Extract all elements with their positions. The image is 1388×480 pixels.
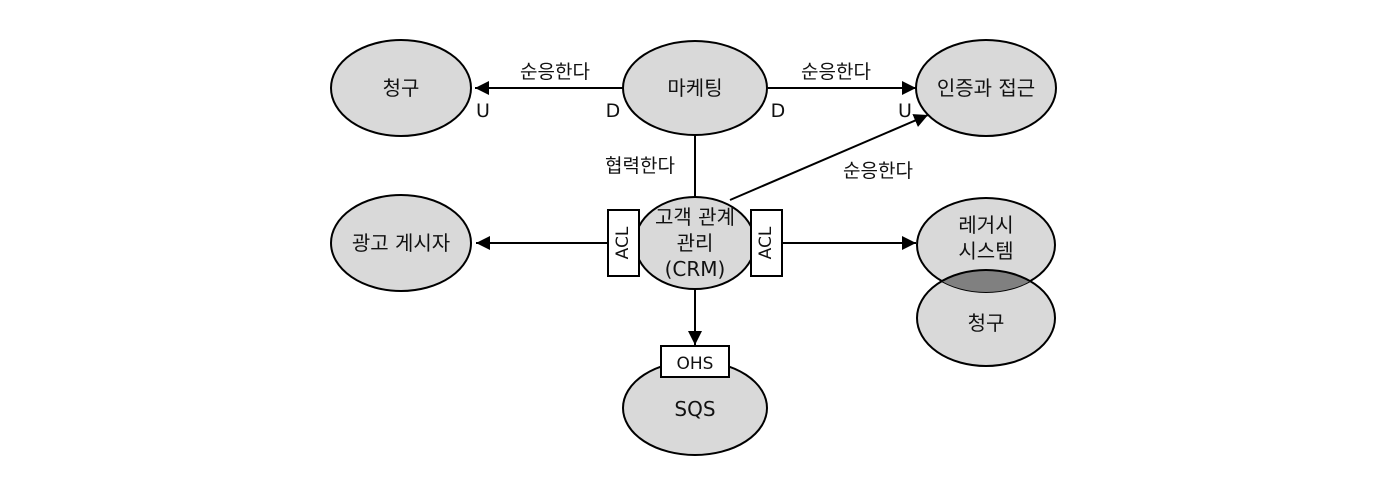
node-legacy-label-line1: 레거시 <box>958 213 1013 237</box>
node-sqs-label: SQS <box>674 397 715 421</box>
node-marketing: 마케팅 <box>622 40 768 136</box>
node-billing-bottom: 청구 <box>916 269 1056 367</box>
node-auth: 인증과 접근 <box>915 39 1057 137</box>
marker-d-marketing-left: D <box>606 100 621 122</box>
edge-label-marketing-billing: 순응한다 <box>520 61 590 83</box>
node-crm-label-line2: 관리 <box>677 231 714 255</box>
acl-right-label: ACL <box>756 226 776 259</box>
node-marketing-label: 마케팅 <box>667 76 722 100</box>
marker-d-marketing-right: D <box>771 100 786 122</box>
node-auth-label: 인증과 접근 <box>937 76 1035 100</box>
node-ad-board-label: 광고 게시자 <box>352 231 450 255</box>
edge-label-crm-auth: 순응한다 <box>843 160 913 182</box>
node-legacy-label-line2: 시스템 <box>958 239 1013 263</box>
acl-box-right: ACL <box>750 209 783 277</box>
node-billing-top-label: 청구 <box>383 76 420 100</box>
node-billing-top: 청구 <box>330 39 472 137</box>
acl-box-left: ACL <box>607 209 640 277</box>
acl-left-label: ACL <box>613 226 633 259</box>
node-legacy-system: 레거시 시스템 <box>916 197 1056 293</box>
node-crm-label-line3: (CRM) <box>665 257 726 281</box>
edge-label-marketing-auth: 순응한다 <box>801 61 871 83</box>
legacy-billing-overlap <box>917 269 1055 292</box>
ohs-box: OHS <box>660 345 730 378</box>
edge-label-crm-marketing: 협력한다 <box>605 155 675 177</box>
marker-u-auth: U <box>898 100 912 122</box>
marker-u-billing: U <box>476 100 490 122</box>
ohs-label: OHS <box>677 354 714 374</box>
node-billing-bottom-label: 청구 <box>968 311 1005 335</box>
edge-crm-to-auth <box>729 114 929 201</box>
node-crm: 고객 관계 관리 (CRM) <box>634 196 756 290</box>
node-crm-label-line1: 고객 관계 <box>655 205 735 229</box>
node-ad-board: 광고 게시자 <box>330 194 472 292</box>
